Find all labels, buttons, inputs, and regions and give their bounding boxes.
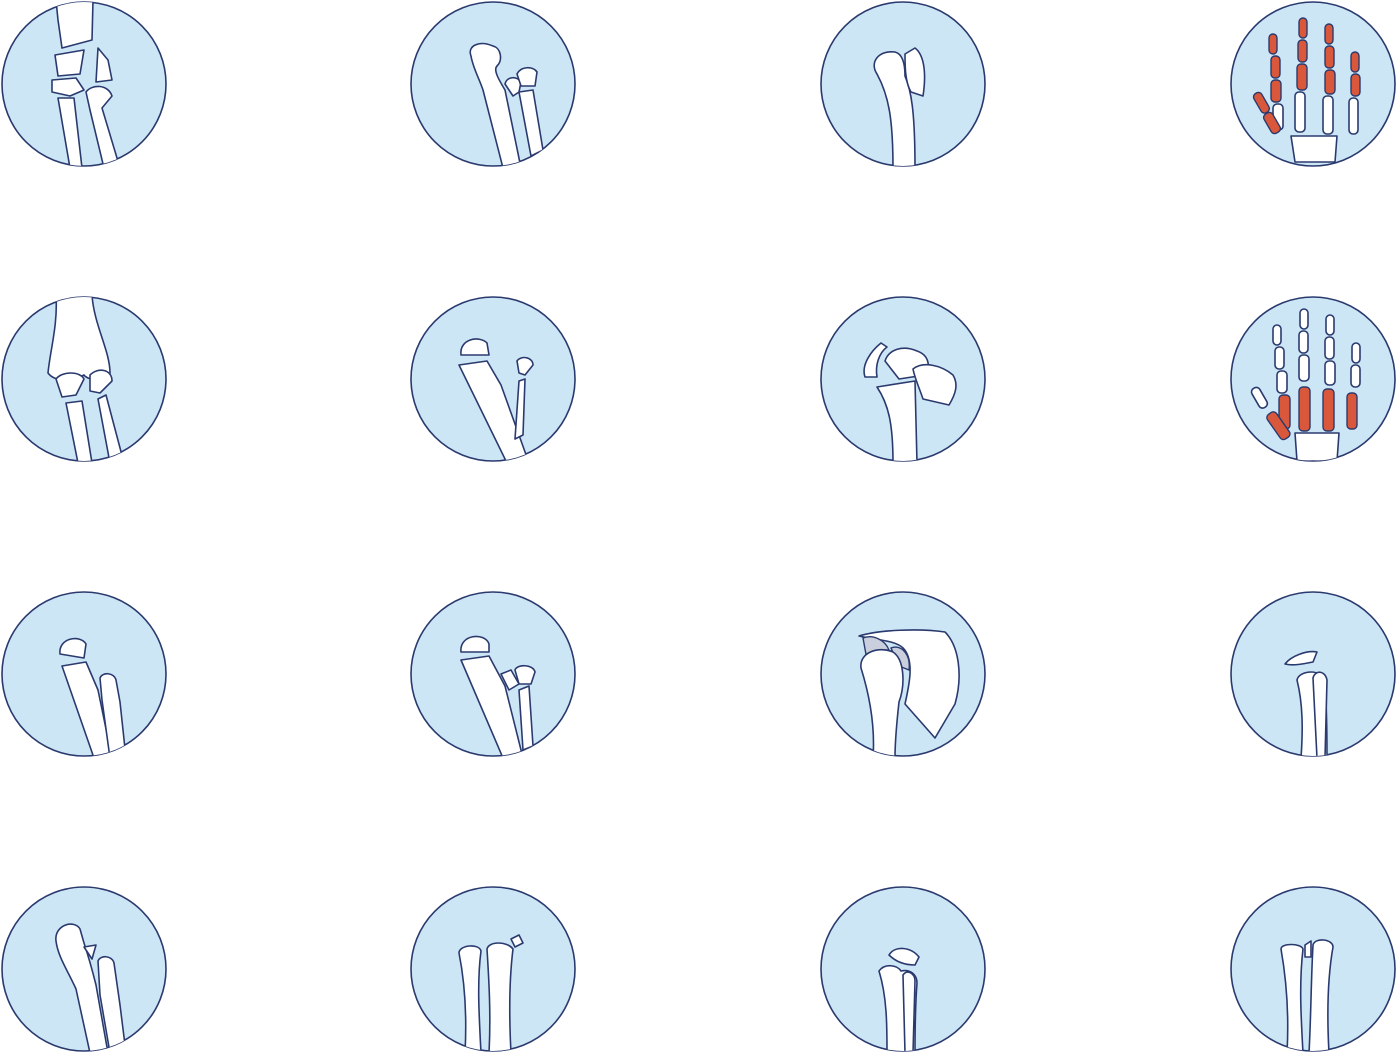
phalanges-highlighted-hand-icon [1229,0,1399,170]
comminuted-elbow-fracture-icon [0,0,170,170]
shoulder-multi-fragment-fracture-icon [819,295,989,465]
shoulder-scapula-joint-icon [819,590,989,760]
olecranon-fragment-icon [0,885,170,1055]
proximal-humerus-fracture-icon [819,0,989,170]
forearm-split-fracture-icon [1229,885,1399,1055]
distal-radius-fragment-icon [819,885,989,1055]
distal-bone-tip-fracture-icon [1229,590,1399,760]
metacarpals-highlighted-hand-icon [1229,295,1399,465]
ulna-and-radius-head-fracture-icon [409,590,579,760]
ulna-radius-fracture-icon [409,295,579,465]
distal-humerus-elbow-joint-icon [0,295,170,465]
radial-head-fracture-icon [409,0,579,170]
proximal-ulna-fracture-icon [0,590,170,760]
forearm-styloid-fracture-icon [409,885,579,1055]
